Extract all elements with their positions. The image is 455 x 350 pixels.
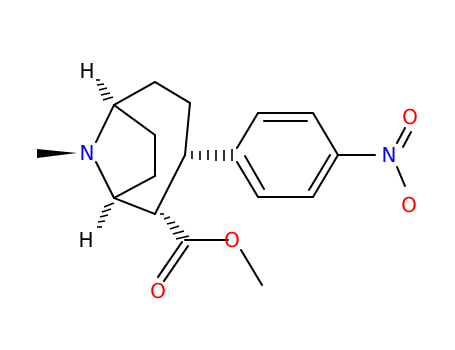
bond-c4-c5 — [154, 154, 186, 215]
bond-carbonyl-o-2 — [163, 245, 189, 282]
bond-c2-c3 — [154, 81, 191, 104]
wedge-n-methyl — [37, 149, 77, 158]
hash-ester — [160, 213, 190, 240]
bond-nitro-o-top-2 — [402, 131, 412, 148]
hash-h-top — [96, 79, 114, 101]
bond-bridge2-c6 — [113, 175, 156, 199]
stereo-bonds — [37, 79, 233, 240]
bond-ring-c — [312, 112, 339, 156]
atom-ester-ether-oxygen: O — [224, 228, 240, 252]
atom-nitro-oxygen-top: O — [402, 105, 418, 129]
bond-c1-c2 — [113, 81, 156, 106]
bond-c1-bridge — [113, 104, 156, 136]
bond-ring-a — [236, 112, 259, 149]
hash-h-bottom — [97, 202, 115, 228]
hash-aryl — [191, 149, 233, 161]
bond-carbonyl-o — [157, 241, 183, 278]
atom-nitro-oxygen-bottom: O — [401, 193, 417, 217]
bond-n-c6 — [95, 161, 115, 199]
bond-ether-methyl — [240, 249, 263, 286]
bond-c5-c6 — [113, 197, 156, 215]
bond-ring-d — [312, 154, 339, 198]
bond-nitro-o-top — [396, 127, 406, 144]
atom-hydrogen-top: H — [79, 59, 94, 83]
bond-ring-f — [236, 161, 259, 198]
bond-ring-inner-3 — [244, 155, 265, 190]
bond-c3-c4 — [184, 102, 191, 156]
atom-nitro-nitrogen: N — [382, 143, 397, 167]
bond-ring-inner-2 — [308, 154, 331, 191]
bond-nitro-o-bottom — [396, 166, 406, 187]
atom-ester-carbonyl-oxygen: O — [150, 279, 166, 303]
bonds — [95, 81, 412, 286]
atom-labels: N H H N O O O O — [78, 59, 417, 303]
atom-nitrogen-amine: N — [80, 141, 95, 165]
atom-hydrogen-bottom: H — [78, 228, 93, 252]
bond-c1-n — [95, 104, 115, 143]
